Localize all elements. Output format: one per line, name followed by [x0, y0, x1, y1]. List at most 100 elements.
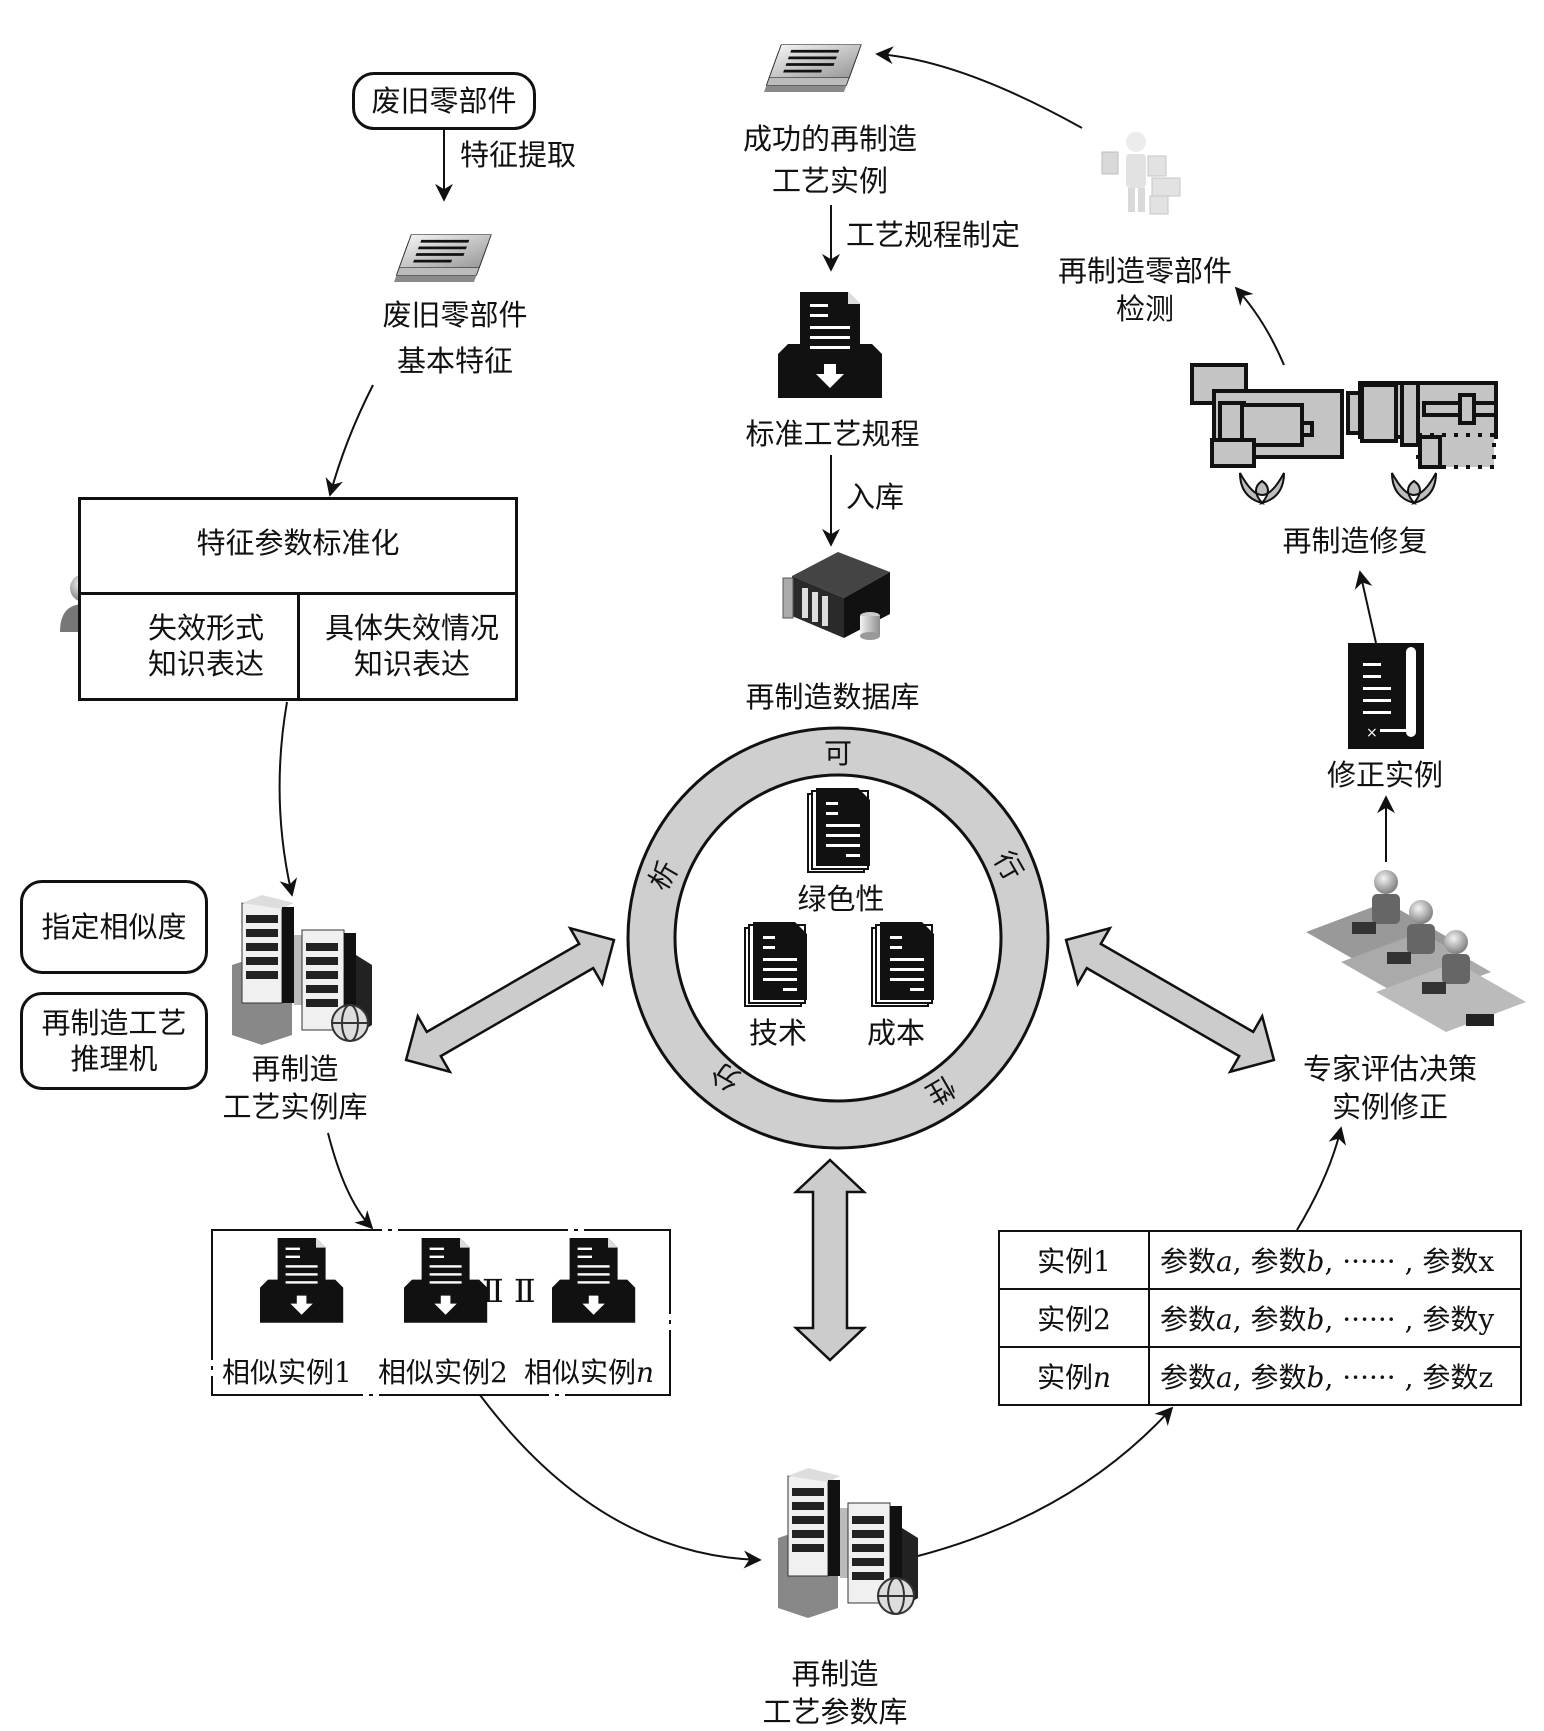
- similar-case-1: 相似实例1: [222, 1356, 352, 1389]
- failure-mode-line1: 失效形式: [147, 611, 264, 645]
- arrow-inspect-to-success: [875, 46, 1083, 129]
- inspection-worker-icon: [1101, 132, 1181, 215]
- arrow-repair-to-inspect: [1234, 286, 1285, 366]
- case-name: 实例1: [1037, 1245, 1111, 1278]
- arrow-paramlib-to-table: [901, 1406, 1174, 1561]
- server-rack-icon: [782, 552, 890, 640]
- failure-mode-line2: 知识表达: [147, 647, 264, 681]
- database-label: 再制造数据库: [745, 680, 920, 714]
- failure-detail-cell: 具体失效情况 知识表达: [307, 610, 517, 682]
- case-cell: 实例2: [998, 1288, 1150, 1348]
- ellipsis-separator: Ⅱ Ⅱ: [482, 1272, 536, 1310]
- failure-detail-line2: 知识表达: [353, 647, 470, 681]
- repair-label: 再制造修复: [1282, 524, 1428, 558]
- case-suffix: n: [1092, 1361, 1112, 1394]
- case-lib-line2: 工艺实例库: [222, 1090, 368, 1124]
- arrow-table-to-expert: [1296, 1126, 1347, 1231]
- param-text: b: [1306, 1361, 1325, 1394]
- param-text: 参数: [1160, 1303, 1217, 1336]
- similar-case-n-suffix: n: [636, 1356, 655, 1389]
- param-lib-line1: 再制造: [791, 1657, 879, 1691]
- success-line2: 工艺实例: [771, 164, 888, 198]
- param-text: , 参数: [1232, 1245, 1307, 1278]
- failure-mode-cell: 失效形式 知识表达: [121, 610, 291, 682]
- arrow-features-to-standardize: [325, 384, 374, 497]
- similar-case-n-label: 相似实例: [524, 1356, 637, 1389]
- case-name: 实例: [1036, 1361, 1093, 1394]
- params-cell: 参数a, 参数b, ······ , 参数y: [1148, 1288, 1522, 1348]
- document-stack-icon: [807, 788, 870, 873]
- table-row: 实例2 参数a, 参数b, ······ , 参数y: [998, 1288, 1522, 1348]
- arrow-standardize-to-caselib: [278, 701, 298, 897]
- stacked-documents-icon: [393, 234, 492, 283]
- make-rule-label: 工艺规程制定: [846, 218, 1021, 252]
- similar-case-2: 相似实例2: [378, 1356, 508, 1389]
- params-cell: 参数a, 参数b, ······ , 参数x: [1148, 1230, 1522, 1290]
- document-inbox-icon: [778, 292, 882, 398]
- features-label-line2: 基本特征: [396, 344, 513, 378]
- features-label-line1: 废旧零部件: [382, 298, 528, 332]
- store-label: 入库: [846, 480, 905, 514]
- revise-label: 修正实例: [1326, 758, 1443, 792]
- double-arrow-bottom: [792, 1158, 868, 1362]
- tech-label: 技术: [748, 1016, 807, 1050]
- param-text: b: [1306, 1245, 1325, 1278]
- connectors: [278, 46, 1395, 1569]
- cnc-machine-icon: [1190, 363, 1498, 505]
- param-text: b: [1306, 1303, 1325, 1336]
- case-lib-line1: 再制造: [251, 1052, 339, 1086]
- arrow-similar-to-paramlib: [479, 1394, 762, 1569]
- extract-label: 特征提取: [460, 138, 577, 172]
- document-pen-icon: ×: [1348, 643, 1424, 749]
- waste-part-label: 废旧零部件: [371, 84, 517, 118]
- param-text: , 参数: [1232, 1303, 1307, 1336]
- expert-team-icon: [1306, 870, 1526, 1032]
- param-text: , ······ , 参数x: [1324, 1245, 1495, 1278]
- svg-text:×: ×: [1366, 725, 1378, 741]
- params-cell: 参数a, 参数b, ······ , 参数z: [1148, 1346, 1522, 1406]
- inspect-line1: 再制造零部件: [1057, 254, 1232, 288]
- similarity-box: 指定相似度: [20, 880, 208, 974]
- arrow-revise-to-repair: [1354, 570, 1377, 644]
- standard-label: 标准工艺规程: [745, 417, 920, 451]
- expert-line2: 实例修正: [1331, 1090, 1448, 1124]
- success-line1: 成功的再制造: [742, 122, 917, 156]
- param-text: a: [1216, 1303, 1233, 1336]
- case-cell: 实例n: [998, 1346, 1150, 1406]
- reasoner-line1: 再制造工艺: [41, 1006, 187, 1040]
- reasoner-box: 再制造工艺 推理机: [20, 992, 208, 1090]
- divider: [297, 592, 300, 698]
- feature-standardization-box: 特征参数标准化 失效形式 知识表达 具体失效情况 知识表达: [78, 497, 518, 701]
- similar-cases-frame: [211, 1229, 671, 1396]
- arrow-caselib-to-similar: [327, 1132, 374, 1230]
- document-stack-icon: [744, 922, 807, 1007]
- reasoner-line2: 推理机: [70, 1042, 158, 1076]
- inspect-line2: 检测: [1115, 292, 1174, 326]
- double-arrow-left: [404, 926, 616, 1074]
- failure-detail-line1: 具体失效情况: [324, 611, 499, 645]
- similar-case-n: 相似实例n: [524, 1355, 654, 1391]
- expert-line1: 专家评估决策: [1302, 1052, 1477, 1086]
- waste-part-box: 废旧零部件: [352, 72, 536, 130]
- similarity-label: 指定相似度: [41, 910, 187, 944]
- green-label: 绿色性: [797, 882, 885, 916]
- ring-char-ke: 可: [823, 737, 852, 770]
- case-cell: 实例1: [998, 1230, 1150, 1290]
- param-text: 参数: [1160, 1245, 1217, 1278]
- param-text: , ······ , 参数z: [1324, 1361, 1494, 1394]
- feature-standardization-title: 特征参数标准化: [196, 526, 400, 560]
- document-stack-icon: [871, 922, 934, 1007]
- server-cluster-icon: [778, 1468, 918, 1618]
- param-text: a: [1216, 1361, 1233, 1394]
- cost-label: 成本: [866, 1016, 925, 1050]
- param-text: , ······ , 参数y: [1324, 1303, 1495, 1336]
- server-cluster-icon: [232, 895, 372, 1045]
- document-inbox-icon: [552, 1238, 636, 1323]
- param-text: 参数: [1160, 1361, 1217, 1394]
- case-name: 实例2: [1037, 1303, 1111, 1336]
- double-arrow-right: [1064, 926, 1276, 1074]
